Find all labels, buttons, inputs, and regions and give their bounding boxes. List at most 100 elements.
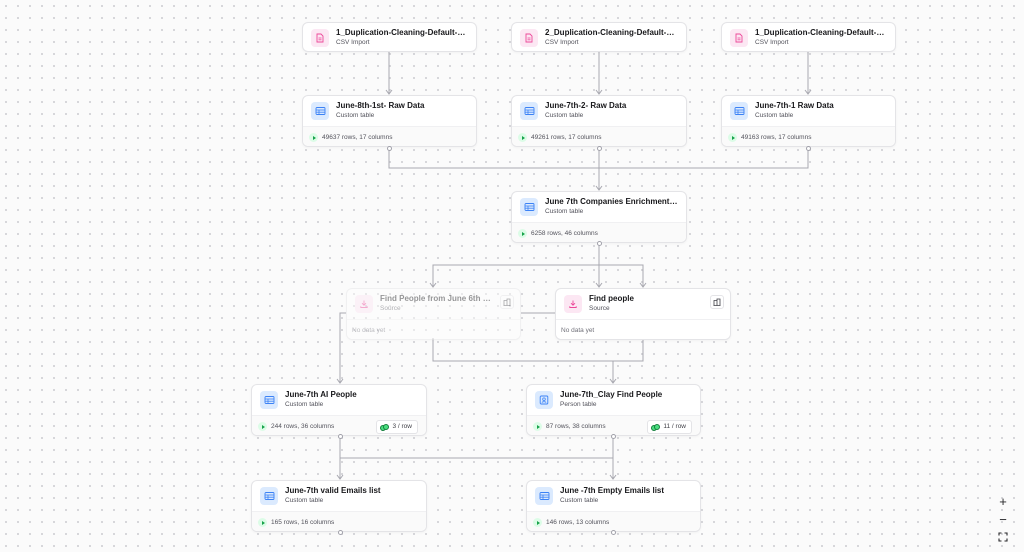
row-column-count: 49637 rows, 17 columns <box>322 134 393 141</box>
output-handle[interactable] <box>610 529 616 535</box>
node-title: 1_Duplication-Cleaning-Default-view-... <box>755 28 887 37</box>
credits-badge[interactable]: 3 / row <box>376 420 418 434</box>
credits-per-row: 3 / row <box>392 423 412 430</box>
output-handle[interactable] <box>386 145 392 151</box>
node-footer: 49637 rows, 17 columns <box>303 126 476 146</box>
node-subtitle: Custom table <box>545 112 584 119</box>
source-node-find-people-june-6th[interactable]: Find People from June 6th Co... Source N… <box>346 288 521 340</box>
node-title: June -7th Empty Emails list <box>560 486 665 495</box>
row-column-count: 244 rows, 36 columns <box>271 423 335 430</box>
credits-per-row: 11 / row <box>663 423 686 430</box>
file-icon <box>520 29 538 47</box>
table-node-enrichment[interactable]: June 7th Companies Enrichment Data Custo… <box>511 191 687 243</box>
node-subtitle: Custom table <box>755 112 794 119</box>
node-subtitle: Custom table <box>336 112 375 119</box>
run-icon[interactable] <box>309 133 318 142</box>
run-icon[interactable] <box>728 133 737 142</box>
node-subtitle: Source <box>589 305 610 312</box>
node-subtitle: Source <box>380 305 401 312</box>
node-subtitle: Custom table <box>545 208 584 215</box>
credits-badge[interactable]: 11 / row <box>647 420 692 434</box>
row-column-count: 146 rows, 13 columns <box>546 519 610 526</box>
fit-view-icon <box>998 532 1008 542</box>
run-icon[interactable] <box>533 518 542 527</box>
no-data-text: No data yet <box>352 327 386 334</box>
node-footer: 49163 rows, 17 columns <box>722 126 895 146</box>
file-icon <box>730 29 748 47</box>
zoom-out-label: − <box>999 511 1007 527</box>
zoom-in-button[interactable]: + <box>994 492 1012 510</box>
node-subtitle: Custom table <box>560 497 599 504</box>
csv-import-node-1[interactable]: 1_Duplication-Cleaning-Default-view-... … <box>302 22 477 52</box>
node-title: June-8th-1st- Raw Data <box>336 101 425 110</box>
csv-import-node-2[interactable]: 2_Duplication-Cleaning-Default-view-... … <box>511 22 687 52</box>
node-title: June-7th-1 Raw Data <box>755 101 834 110</box>
run-icon[interactable] <box>518 229 527 238</box>
person-table-node-clay-find-people[interactable]: June-7th_Clay Find People Person table 8… <box>526 384 701 436</box>
table-icon <box>730 102 748 120</box>
file-icon <box>311 29 329 47</box>
output-handle[interactable] <box>596 240 602 246</box>
node-title: June-7th valid Emails list <box>285 486 381 495</box>
node-title: 2_Duplication-Cleaning-Default-view-... <box>545 28 678 37</box>
download-icon <box>564 295 582 313</box>
node-footer: 49261 rows, 17 columns <box>512 126 686 146</box>
row-column-count: 165 rows, 16 columns <box>271 519 335 526</box>
node-footer: 244 rows, 36 columns 3 / row <box>252 415 426 435</box>
coins-icon <box>380 423 390 431</box>
run-icon[interactable] <box>533 422 542 431</box>
table-icon <box>535 487 553 505</box>
row-column-count: 6258 rows, 46 columns <box>531 230 598 237</box>
node-title: June-7th_Clay Find People <box>560 390 663 399</box>
run-icon[interactable] <box>258 422 267 431</box>
output-handle[interactable] <box>596 145 602 151</box>
run-icon[interactable] <box>258 518 267 527</box>
node-title: Find people <box>589 294 634 303</box>
source-node-find-people[interactable]: Find people Source No data yet <box>555 288 731 340</box>
node-subtitle: Person table <box>560 401 597 408</box>
table-node-raw-1[interactable]: June-8th-1st- Raw Data Custom table 4963… <box>302 95 477 147</box>
table-node-raw-2[interactable]: June-7th-2- Raw Data Custom table 49261 … <box>511 95 687 147</box>
row-column-count: 49163 rows, 17 columns <box>741 134 812 141</box>
person-card-icon <box>535 391 553 409</box>
node-subtitle: Custom table <box>285 401 324 408</box>
row-column-count: 87 rows, 38 columns <box>546 423 606 430</box>
table-node-valid-emails[interactable]: June-7th valid Emails list Custom table … <box>251 480 427 532</box>
zoom-in-label: + <box>999 493 1007 509</box>
table-icon <box>520 102 538 120</box>
table-node-ai-people[interactable]: June-7th AI People Custom table 244 rows… <box>251 384 427 436</box>
csv-import-node-3[interactable]: 1_Duplication-Cleaning-Default-view-... … <box>721 22 896 52</box>
node-footer: No data yet <box>556 319 730 339</box>
node-title: 1_Duplication-Cleaning-Default-view-... <box>336 28 468 37</box>
output-handle[interactable] <box>805 145 811 151</box>
node-footer: 165 rows, 16 columns <box>252 511 426 531</box>
table-icon <box>311 102 329 120</box>
node-subtitle: CSV Import <box>336 39 370 46</box>
output-handle[interactable] <box>337 433 343 439</box>
table-node-raw-3[interactable]: June-7th-1 Raw Data Custom table 49163 r… <box>721 95 896 147</box>
building-icon[interactable] <box>500 295 514 309</box>
table-icon <box>260 391 278 409</box>
coins-icon <box>651 423 661 431</box>
download-icon <box>355 295 373 313</box>
node-title: June 7th Companies Enrichment Data <box>545 197 678 206</box>
node-title: Find People from June 6th Co... <box>380 294 494 303</box>
node-footer: 146 rows, 13 columns <box>527 511 700 531</box>
building-icon[interactable] <box>710 295 724 309</box>
fit-view-button[interactable] <box>994 528 1012 546</box>
table-icon <box>520 198 538 216</box>
node-title: June-7th-2- Raw Data <box>545 101 627 110</box>
node-subtitle: CSV Import <box>755 39 789 46</box>
run-icon[interactable] <box>518 133 527 142</box>
node-footer: No data yet <box>347 319 520 339</box>
no-data-text: No data yet <box>561 327 595 334</box>
output-handle[interactable] <box>610 433 616 439</box>
node-subtitle: CSV Import <box>545 39 579 46</box>
table-node-empty-emails[interactable]: June -7th Empty Emails list Custom table… <box>526 480 701 532</box>
zoom-out-button[interactable]: − <box>994 510 1012 528</box>
output-handle[interactable] <box>337 529 343 535</box>
table-icon <box>260 487 278 505</box>
node-subtitle: Custom table <box>285 497 324 504</box>
node-footer: 87 rows, 38 columns 11 / row <box>527 415 700 435</box>
